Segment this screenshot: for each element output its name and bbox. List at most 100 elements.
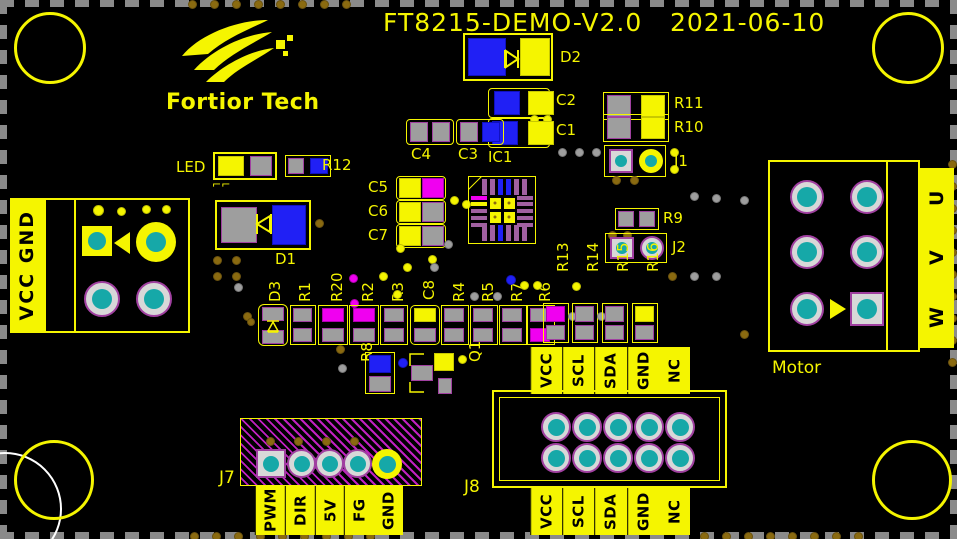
diode-symbol-d3-icon xyxy=(266,320,280,333)
via xyxy=(212,532,221,539)
j8-pin-top-1[interactable] xyxy=(541,412,571,442)
j8-pin-top-2[interactable] xyxy=(572,412,602,442)
via xyxy=(213,272,222,281)
j8-pin-top-4[interactable] xyxy=(634,412,664,442)
pad-d2-anode xyxy=(520,38,550,76)
led-marker: ⌐⌐ xyxy=(212,178,231,191)
connector-pin-j1-1[interactable] xyxy=(609,149,633,173)
polarity-marker-triangle xyxy=(114,232,130,254)
j7-pin-fg[interactable] xyxy=(343,449,372,478)
j8-pin-bot-3[interactable] xyxy=(603,443,633,473)
via xyxy=(247,318,255,326)
motor-pin-w2[interactable] xyxy=(850,292,884,326)
via xyxy=(592,148,601,157)
via xyxy=(458,355,467,364)
mounting-hole-bottom-right xyxy=(872,440,952,520)
fortior-tech-logo: Fortior Tech xyxy=(160,18,330,115)
via xyxy=(213,256,222,265)
pad-r9-b xyxy=(639,211,655,227)
via xyxy=(832,532,841,539)
power-pin-3[interactable] xyxy=(84,281,120,317)
pad-q1-a xyxy=(411,365,433,381)
via xyxy=(572,282,581,291)
pad-r2-b xyxy=(353,328,375,342)
via xyxy=(142,205,151,214)
motor-polarity-marker-triangle xyxy=(830,299,846,319)
j8-top-pin-gnd: GND xyxy=(626,347,659,394)
pad-q1-c xyxy=(438,378,452,394)
label-led: LED xyxy=(176,158,206,176)
via xyxy=(948,358,957,367)
j8-pin-bot-5[interactable] xyxy=(665,443,695,473)
via xyxy=(298,0,307,9)
j8-label-strip-top: VCC SCL SDA GND NC xyxy=(530,347,690,394)
motor-pin-u1[interactable] xyxy=(790,180,824,214)
j7-pin-label-pwm: PWM xyxy=(255,486,285,535)
via xyxy=(444,240,453,249)
pad-r16-a xyxy=(635,306,654,322)
refdes-c2: C2 xyxy=(556,91,577,109)
motor-pin-u2[interactable] xyxy=(850,180,884,214)
component-outline-r7 xyxy=(499,305,527,345)
j7-pin-5v[interactable] xyxy=(315,449,344,478)
motor-pin-w1[interactable] xyxy=(790,292,824,326)
via xyxy=(379,272,388,281)
j8-pin-bot-2[interactable] xyxy=(572,443,602,473)
pad-r13-b xyxy=(546,325,565,340)
via xyxy=(575,148,584,157)
refdes-r4: R4 xyxy=(450,282,468,302)
component-outline-led xyxy=(213,152,277,180)
pad-d1-b xyxy=(272,205,306,245)
diode-symbol-d2-icon xyxy=(504,49,520,69)
via xyxy=(712,194,721,203)
component-outline-d1 xyxy=(215,200,311,250)
refdes-j7: J7 xyxy=(219,468,235,488)
j8-pin-top-3[interactable] xyxy=(603,412,633,442)
ic1-qfn-package-icon xyxy=(468,176,536,244)
j7-pin-gnd[interactable] xyxy=(372,449,402,479)
via xyxy=(393,290,402,299)
pad-c5-b xyxy=(422,178,444,198)
pad-r15-b xyxy=(605,325,624,340)
power-pin-4[interactable] xyxy=(136,281,172,317)
j8-pin-bot-1[interactable] xyxy=(541,443,571,473)
refdes-r9: R9 xyxy=(663,209,683,227)
pad-q1-b xyxy=(434,353,454,371)
j8-pin-bot-4[interactable] xyxy=(634,443,664,473)
connector-pin-j2-1[interactable] xyxy=(610,237,634,259)
motor-pin-v1[interactable] xyxy=(790,235,824,269)
via xyxy=(350,299,359,308)
j8-bot-pin-nc: NC xyxy=(665,499,684,524)
motor-pin-v2[interactable] xyxy=(850,235,884,269)
j7-pin-label-dir: DIR xyxy=(284,486,315,535)
refdes-r1: R1 xyxy=(296,282,314,302)
pad-r3-b xyxy=(384,328,404,342)
via xyxy=(234,532,243,539)
component-outline-r20 xyxy=(318,305,348,345)
refdes-r10: R10 xyxy=(674,118,704,136)
pad-c7-b xyxy=(422,226,444,246)
j8-pin-top-5[interactable] xyxy=(665,412,695,442)
via xyxy=(322,437,331,446)
via xyxy=(668,272,677,281)
power-pin-gnd[interactable] xyxy=(136,222,176,262)
pad-r5-a xyxy=(473,308,493,322)
via xyxy=(190,532,199,539)
via xyxy=(396,244,405,253)
power-pin-vcc[interactable] xyxy=(82,226,112,256)
j7-pin-dir[interactable] xyxy=(287,449,316,478)
connector-pin-j1-2[interactable] xyxy=(639,149,663,173)
component-outline-r1 xyxy=(290,305,316,345)
j7-pin-pwm[interactable] xyxy=(256,449,286,478)
connector-pin-j2-2[interactable] xyxy=(640,236,664,260)
via xyxy=(788,532,797,539)
via xyxy=(493,292,502,301)
component-outline-j2 xyxy=(605,233,667,263)
mounting-hole-bottom-left xyxy=(14,440,94,520)
pad-r14-b xyxy=(575,325,594,340)
via xyxy=(232,0,241,9)
refdes-j8: J8 xyxy=(464,477,480,497)
component-outline-c5 xyxy=(396,176,446,200)
motor-connector-label: Motor xyxy=(772,358,822,378)
refdes-c7: C7 xyxy=(368,226,389,244)
